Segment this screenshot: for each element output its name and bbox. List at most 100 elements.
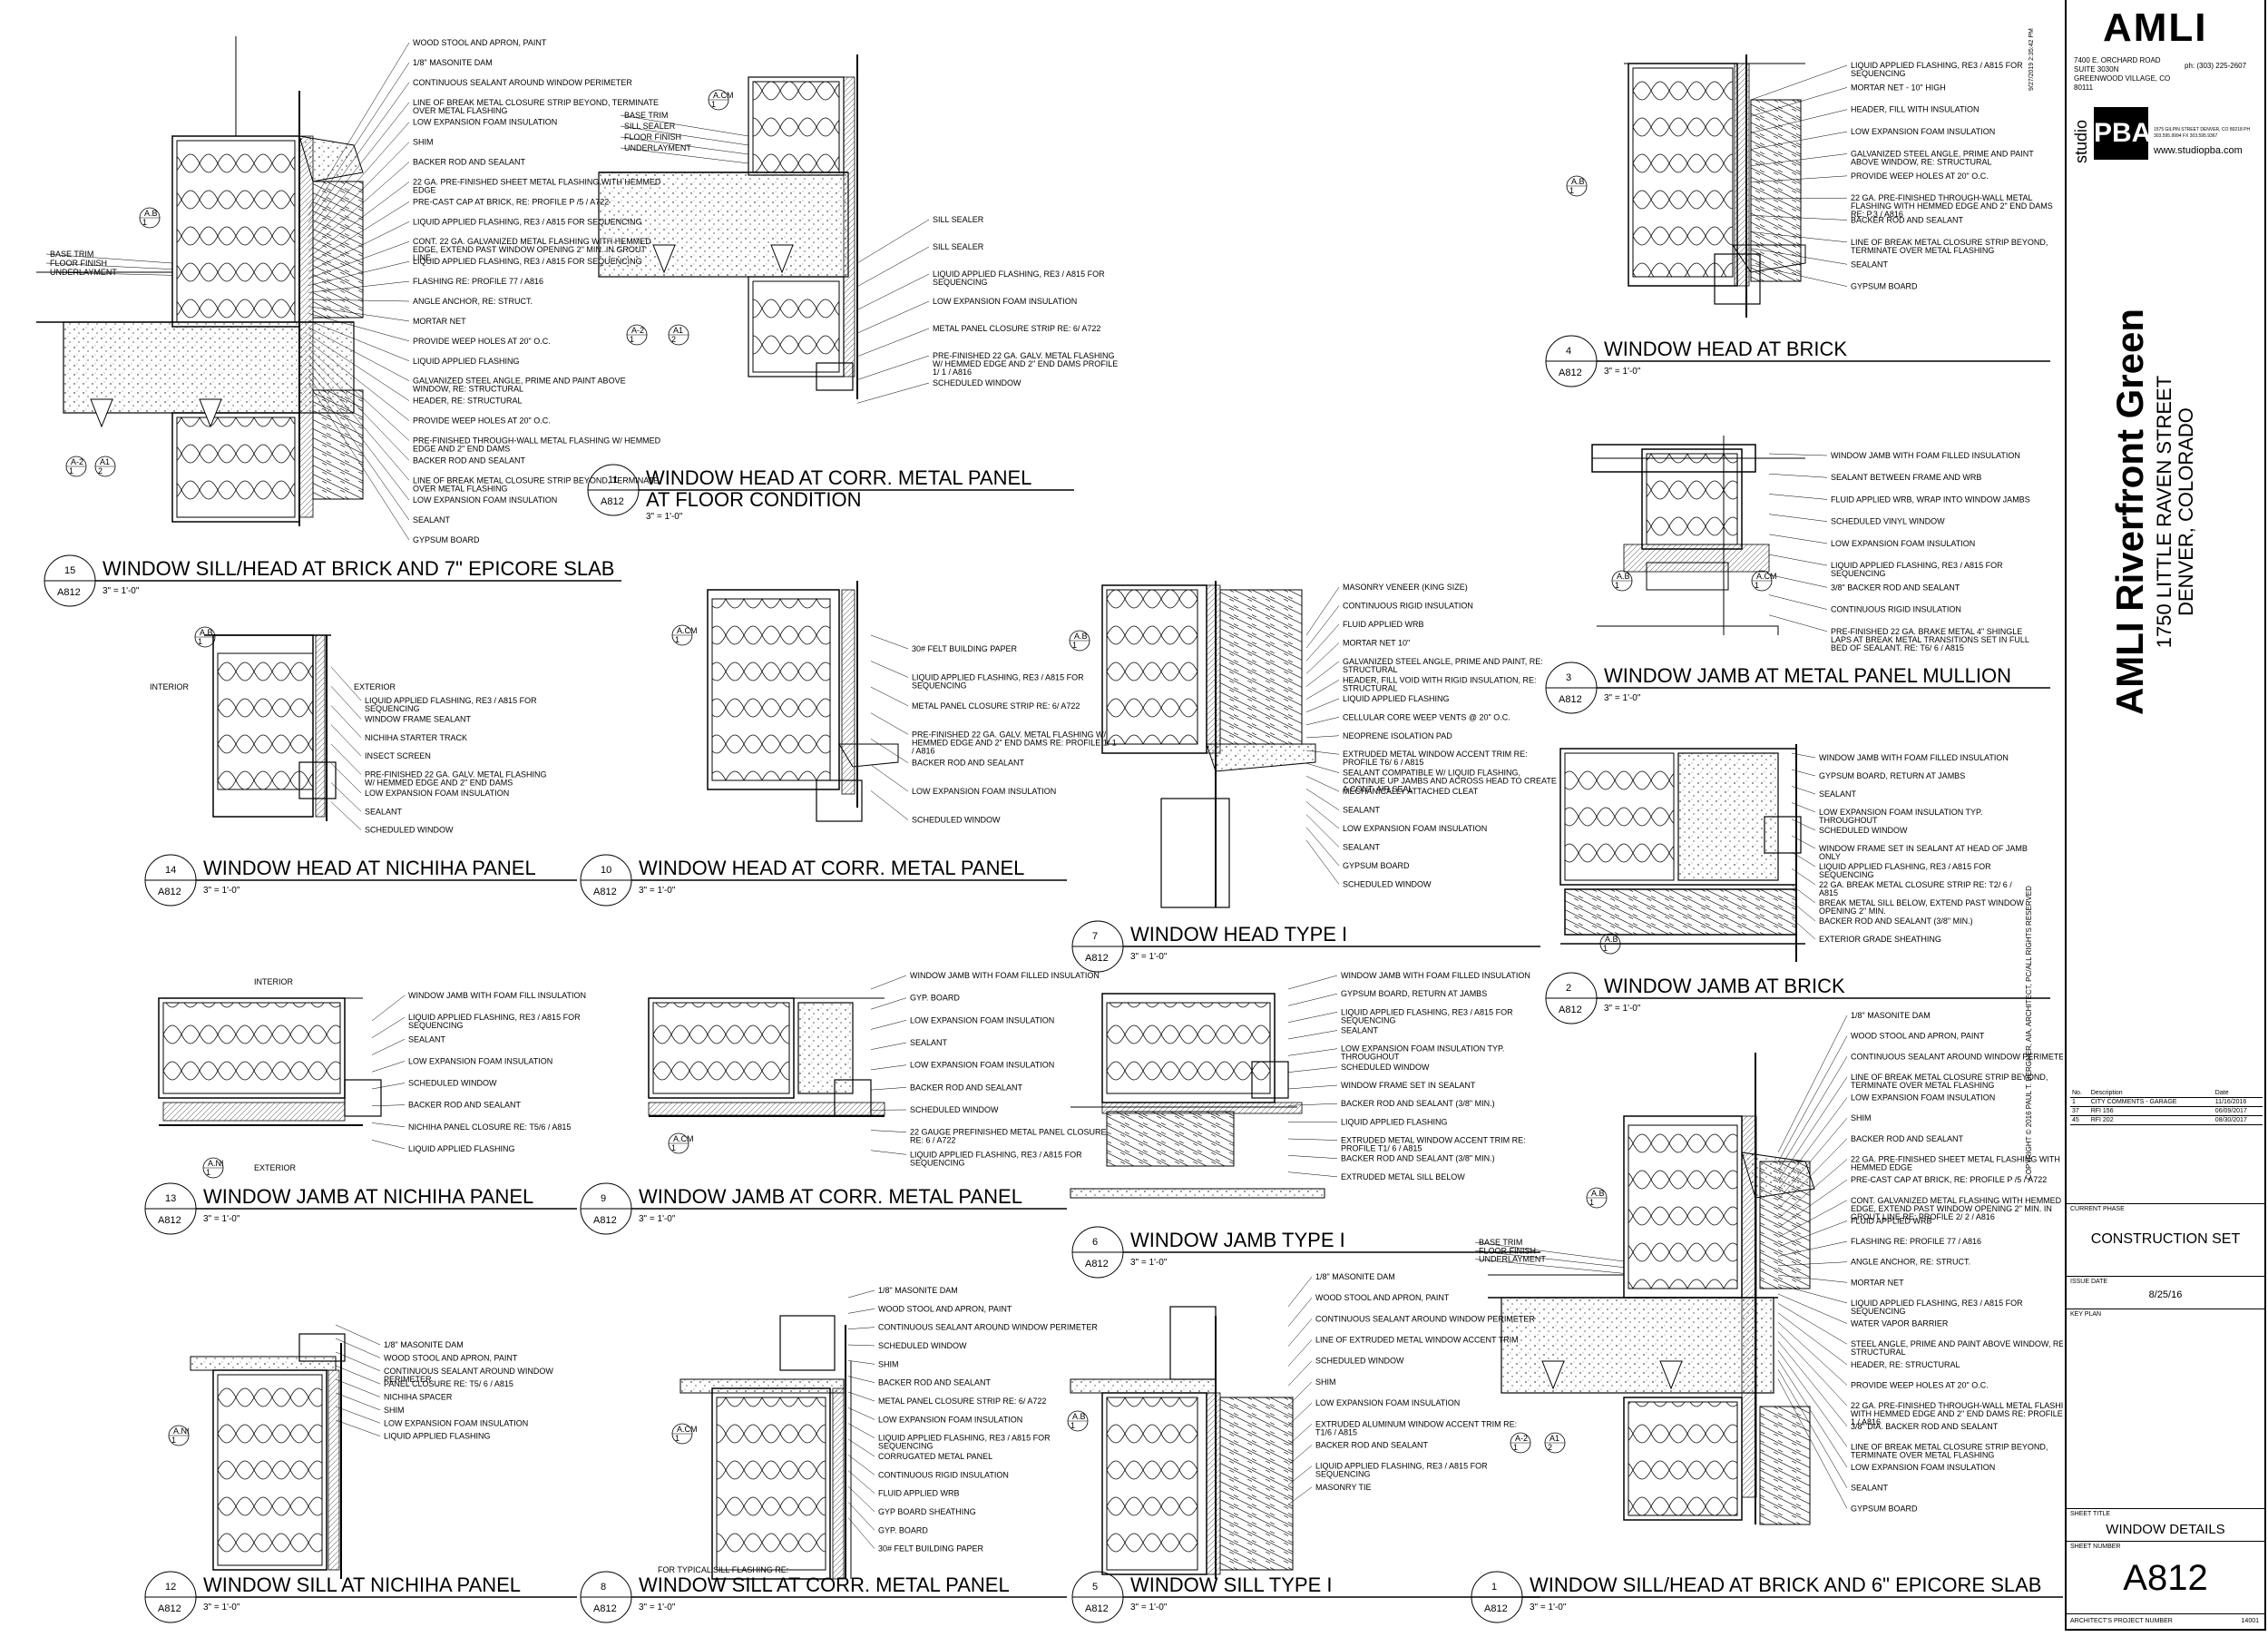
- callout-note: SILL SEALER: [933, 242, 984, 251]
- bubble-label: 1: [1615, 581, 1619, 590]
- detail-title: WINDOW JAMB AT METAL PANEL MULLION: [1604, 664, 2011, 687]
- callout-note: LIQUID APPLIED FLASHING: [413, 357, 520, 366]
- batt-insulation: [1628, 1125, 1737, 1289]
- revision-cell: RFI 202: [2089, 1116, 2214, 1125]
- detail-title: WINDOW JAMB AT CORR. METAL PANEL: [639, 1185, 1022, 1208]
- callout-note: WINDOW, RE: STRUCTURAL: [413, 385, 523, 394]
- callout-note: GYPSUM BOARD: [1851, 1504, 1918, 1513]
- callout-note: GYPSUM BOARD: [1343, 861, 1410, 870]
- callout-note: WINDOW JAMB WITH FOAM FILLED INSULATION: [910, 971, 1100, 980]
- detail-sheet-ref: A812: [1085, 1603, 1109, 1614]
- sheet-title-label: SHEET TITLE: [2070, 1511, 2110, 1517]
- callout-note: SEALANT: [910, 1038, 948, 1047]
- callout-note: LINE OF EXTRUDED METAL WINDOW ACCENT TRI…: [1315, 1336, 1519, 1345]
- detail-scale: 3" = 1'-0": [203, 1603, 240, 1612]
- detail-number: 15: [64, 565, 75, 576]
- leader-line: [1792, 836, 1815, 848]
- key-plan-label: KEY PLAN: [2070, 1311, 2101, 1318]
- callout-note: SCHEDULED WINDOW: [1315, 1357, 1404, 1366]
- leader-line: [871, 1151, 906, 1155]
- callout-note: LOW EXPANSION FOAM INSULATION: [1851, 1463, 1995, 1472]
- callout-note: BACKER ROD AND SEALANT: [1851, 1134, 1964, 1143]
- project-address-line2: DENVER, COLORADO: [2175, 321, 2197, 702]
- callout-note: LIQUID APPLIED FLASHING: [1341, 1117, 1448, 1126]
- detail-number: 8: [601, 1582, 606, 1593]
- bubble-label: A.B: [1571, 177, 1585, 186]
- detail-sheet-ref: A812: [1559, 694, 1582, 705]
- callout-note: / A816: [912, 746, 935, 755]
- bubble-label: A-2: [631, 326, 644, 335]
- bubble-label: A.CM: [673, 1134, 694, 1143]
- callout-note: ANGLE ANCHOR, RE: STRUCT.: [413, 297, 533, 306]
- callout-note: SEALANT: [1819, 789, 1857, 799]
- leader-line: [848, 1424, 875, 1438]
- detail-scale: 3" = 1'-0": [1130, 1603, 1168, 1612]
- leader-line: [1769, 474, 1827, 477]
- bubble-label: A.CM: [677, 626, 698, 635]
- callout-note: UNDERLAYMENT: [1479, 1255, 1546, 1264]
- callout-note: LOW EXPANSION FOAM INSULATION: [1851, 1093, 1995, 1103]
- rigid-insulation: [1624, 544, 1769, 572]
- callout-note: MECHANICALLY ATTACHED CLEAT: [1343, 787, 1479, 796]
- revision-cell: CITY COMMENTS - GARAGE: [2089, 1098, 2214, 1107]
- detail-scale: 3" = 1'-0": [639, 886, 676, 896]
- callout-note: WINDOW JAMB WITH FOAM FILLED INSULATION: [1831, 451, 2020, 460]
- detail-scale: 3" = 1'-0": [103, 586, 140, 596]
- callout-note: SEALANT: [413, 515, 451, 524]
- callout-note: PROVIDE WEEP HOLES AT 20" O.C.: [413, 337, 551, 346]
- project-number-label: ARCHITECT'S PROJECT NUMBER: [2070, 1618, 2173, 1624]
- bubble-label: 1: [1603, 944, 1608, 953]
- detail-title: WINDOW JAMB AT NICHIHA PANEL: [203, 1185, 533, 1208]
- leader-line: [331, 725, 361, 756]
- callout-note: 3/8" BACKER ROD AND SEALANT: [1831, 583, 1960, 592]
- callout-note: BACKER ROD AND SEALANT (3/8" MIN.): [1341, 1099, 1495, 1108]
- detail-sheet-ref: A812: [57, 587, 81, 598]
- callout-note: 3/8" DIA. BACKER ROD AND SEALANT: [1851, 1422, 1999, 1431]
- callout-note: WOOD STOOL AND APRON, PAINT: [413, 38, 547, 47]
- leader-line: [1306, 605, 1339, 648]
- leader-line: [871, 975, 906, 989]
- callout-note: BACKER ROD AND SEALANT: [878, 1378, 992, 1387]
- leader-line: [1792, 769, 1815, 776]
- callout-note: GYPSUM BOARD: [413, 535, 480, 544]
- leader-line: [372, 1105, 405, 1106]
- callout-note: SCHEDULED WINDOW: [910, 1105, 999, 1114]
- callout-note: 1/8" MASONITE DAM: [413, 58, 493, 67]
- leader-line: [336, 1393, 380, 1410]
- leader-line: [1751, 65, 1847, 100]
- batt-insulation: [1107, 1397, 1198, 1570]
- callout-note: MASONRY TIE: [1315, 1483, 1372, 1492]
- callout-note: WATER VAPOR BARRIER: [1851, 1319, 1949, 1328]
- detail-title: WINDOW HEAD AT NICHIHA PANEL: [203, 857, 536, 879]
- leader-line: [848, 1360, 875, 1364]
- leader-line: [871, 713, 908, 735]
- architect-website: www.studiopba.com: [2154, 145, 2243, 156]
- revision-cell: 06/09/2017: [2214, 1107, 2263, 1116]
- detail-title: WINDOW HEAD TYPE I: [1130, 923, 1347, 946]
- batt-insulation: [218, 1375, 322, 1565]
- callout-note: SEQUENCING: [1315, 1470, 1371, 1479]
- bubble-label: A.NI: [173, 1426, 190, 1436]
- current-phase-box: CURRENT PHASE CONSTRUCTION SET: [2067, 1203, 2264, 1276]
- callout-note: CONTINUOUS SEALANT AROUND WINDOW PERIMET…: [1315, 1314, 1535, 1323]
- callout-note: TERMINATE OVER METAL FLASHING: [1851, 246, 1994, 255]
- leader-line: [1306, 624, 1339, 661]
- callout-note: CONTINUOUS RIGID INSULATION: [1831, 605, 1961, 614]
- bubble-label: A1: [673, 326, 683, 335]
- detail-title: WINDOW SILL TYPE I: [1130, 1573, 1332, 1596]
- leader-line: [1306, 642, 1339, 673]
- sheet-number-box: SHEET NUMBER A812: [2067, 1541, 2264, 1613]
- callout-note: GYP. BOARD: [878, 1525, 928, 1534]
- callout-note: 1/8" MASONITE DAM: [384, 1340, 464, 1349]
- callout-note: WINDOW FRAME SET IN SEALANT AT HEAD OF J…: [1819, 844, 2028, 853]
- callout-note: LOW EXPANSION FOAM INSULATION: [933, 297, 1077, 306]
- leader-line: [372, 1123, 405, 1127]
- leader-line: [848, 1439, 875, 1456]
- detail-sheet-ref: A812: [1085, 1259, 1109, 1269]
- detail-sheet-ref: A812: [1484, 1603, 1508, 1614]
- bubble-label: 1: [206, 1168, 210, 1177]
- leader-line: [1778, 1303, 1847, 1344]
- leader-line: [1306, 802, 1339, 829]
